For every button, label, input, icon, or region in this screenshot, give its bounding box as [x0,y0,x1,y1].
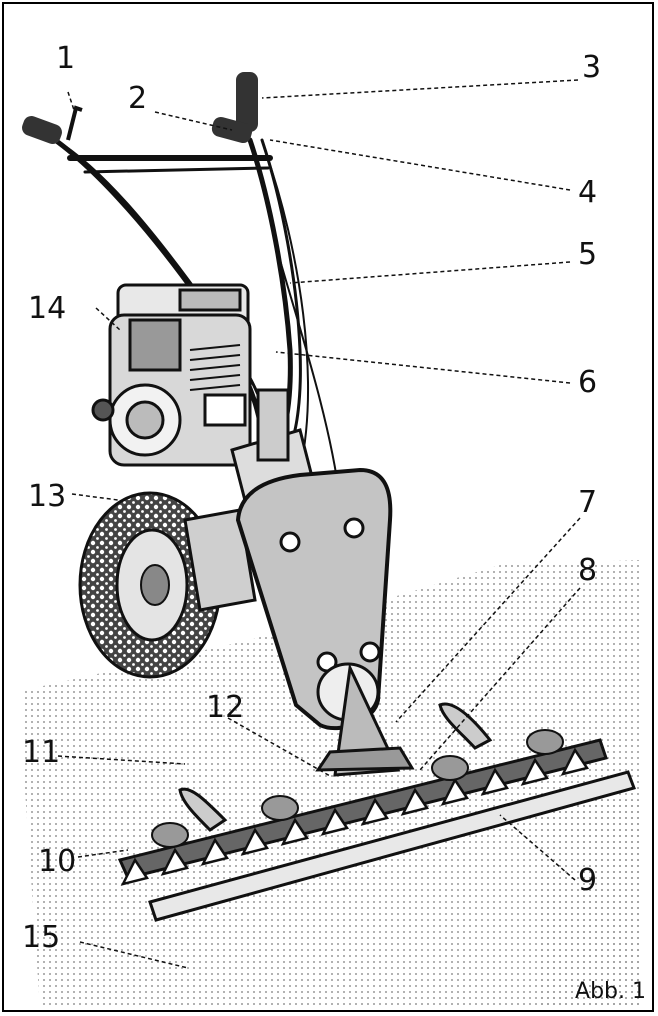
left-skid-shoe [178,787,228,832]
engine [91,283,252,467]
callout-13: 13 [28,479,67,514]
gearbox-tube [256,388,290,462]
control-cable [264,149,309,471]
ground-area-lower [540,800,640,1008]
callout-9: 9 [578,863,598,898]
left-grip [22,116,62,144]
callout-1: 1 [56,41,76,76]
callout-5: 5 [578,237,598,272]
callout-14: 14 [28,291,67,326]
cutter-bar [117,729,608,886]
callout-4: 4 [578,175,598,210]
lever [66,105,83,141]
leader-lines [57,79,581,969]
right-grip [236,72,258,132]
control-cable-2 [279,259,341,501]
callout-10: 10 [38,844,77,879]
callout-12: 12 [206,690,245,725]
right-skid-shoe [438,702,493,750]
callout-8: 8 [578,553,598,588]
callout-15: 15 [22,920,61,955]
callout-2: 2 [128,81,148,116]
callout-6: 6 [578,365,598,400]
blade-guard [148,770,636,922]
housing-bolts [279,517,381,673]
drive-wheel [78,491,257,679]
figure-caption: Abb. 1 [575,979,646,1004]
blade-bracket [315,746,415,772]
callout-3: 3 [582,50,602,85]
callout-11: 11 [22,735,61,770]
callout-7: 7 [578,485,598,520]
